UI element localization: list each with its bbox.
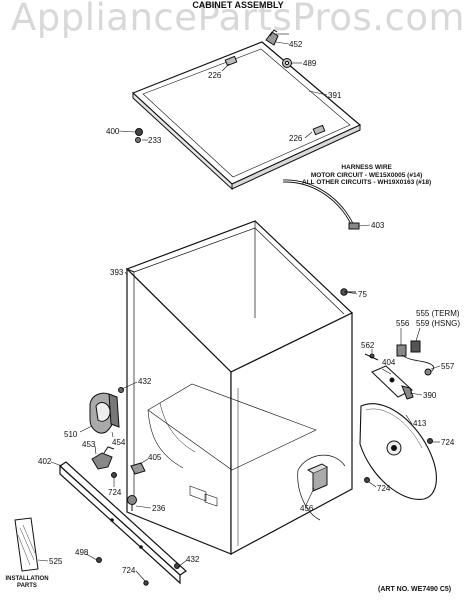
leader-lines: [37, 33, 441, 582]
label-part-413: 413: [413, 419, 427, 428]
screw-part-724-front: [111, 472, 117, 478]
label-part-432-bottom: 432: [186, 555, 200, 564]
top-lid: [131, 41, 362, 191]
harness-note-line-3: ALL OTHER CIRCUITS - WH19X0163 (#18): [302, 179, 432, 186]
label-part-400: 400: [106, 127, 120, 136]
terminal-part-556: [396, 344, 407, 357]
art-number: (ART NO. WE7490 C5): [378, 586, 452, 593]
label-part-453: 453: [82, 440, 96, 449]
label-part-525: 525: [49, 557, 63, 566]
label-part-724-panel: 724: [122, 566, 136, 575]
label-part-226-bottom: 226: [289, 134, 303, 143]
clip-part-233: [135, 137, 141, 143]
label-part-489: 489: [303, 59, 317, 68]
label-part-724-right: 724: [441, 438, 455, 447]
installation-kit-part-525: [14, 517, 39, 572]
drum-bearing-part-510: [89, 392, 116, 434]
front-panel-part-402: [59, 461, 187, 585]
screw-part-432-bottom: [174, 563, 180, 569]
label-part-724-lower-right: 724: [377, 484, 391, 493]
harness-wire-part-403: [282, 179, 360, 230]
label-part-452: 452: [289, 40, 303, 49]
harness-note-line-2: MOTOR CIRCUIT - WE15X0005 (#14): [310, 171, 423, 179]
harness-plug-part-557: [401, 354, 435, 376]
label-part-405: 405: [148, 453, 162, 462]
screw-part-75: [340, 288, 356, 296]
label-part-557: 557: [441, 362, 455, 371]
label-part-559: 559 (HSNG): [416, 319, 461, 328]
label-part-404: 404: [382, 358, 396, 367]
label-part-75: 75: [358, 290, 367, 299]
plate-part-404: [371, 365, 413, 398]
door-latch-part-454: [108, 393, 120, 428]
cabinet-body: [125, 220, 354, 556]
label-part-562: 562: [361, 341, 375, 350]
label-part-454: 454: [112, 438, 126, 447]
label-part-510: 510: [64, 430, 78, 439]
shield-part-390: [401, 385, 414, 400]
label-part-556: 556: [396, 319, 410, 328]
label-part-233: 233: [148, 136, 162, 145]
screw-part-724-lower-right: [364, 477, 370, 483]
door-stop-part-453: [91, 446, 115, 470]
label-part-391: 391: [328, 91, 342, 100]
installation-parts-caption: INSTALLATION PARTS: [5, 576, 49, 590]
harness-wire-note: HARNESS WIRE MOTOR CIRCUIT - WE15X0005 (…: [302, 164, 431, 187]
harness-note-line-1: HARNESS WIRE: [341, 164, 392, 171]
label-part-555: 555 (TERM): [416, 309, 460, 318]
housing-part-559: [410, 340, 421, 353]
label-part-432-left: 432: [138, 377, 152, 386]
screw-part-400: [135, 128, 143, 136]
label-part-226-top: 226: [208, 71, 222, 80]
label-part-393: 393: [110, 268, 124, 277]
label-part-724-front: 724: [108, 488, 122, 497]
rear-bracket-part-432-left: [118, 387, 124, 393]
lid-switch-part-452: [265, 29, 279, 46]
installation-line-1: INSTALLATION: [5, 576, 49, 582]
screw-part-724-panel: [143, 580, 149, 586]
label-part-390: 390: [423, 391, 437, 400]
hinge-part-405: [130, 462, 146, 475]
lid-bumper-part-489: [282, 58, 292, 68]
screw-part-724-right: [427, 438, 433, 444]
leveling-leg-part-236: [127, 495, 137, 511]
lid-hinge-part-226-bottom: [312, 124, 326, 136]
label-part-456: 456: [300, 504, 314, 513]
watermark: AppliancePartsPros.com: [10, 0, 466, 39]
label-part-402: 402: [38, 457, 52, 466]
installation-line-2: PARTS: [17, 583, 37, 589]
page-title: CABINET ASSEMBLY: [192, 0, 284, 10]
label-part-498: 498: [75, 548, 89, 557]
cabinet-bracket-part-456: [306, 463, 328, 492]
lid-hinge-part-226-top: [224, 55, 238, 67]
rear-panel-part-413: [359, 403, 437, 500]
screw-part-498: [96, 557, 102, 563]
label-part-403: 403: [371, 221, 385, 230]
wire-clip-part-562: [364, 353, 379, 361]
label-part-236: 236: [152, 504, 166, 513]
